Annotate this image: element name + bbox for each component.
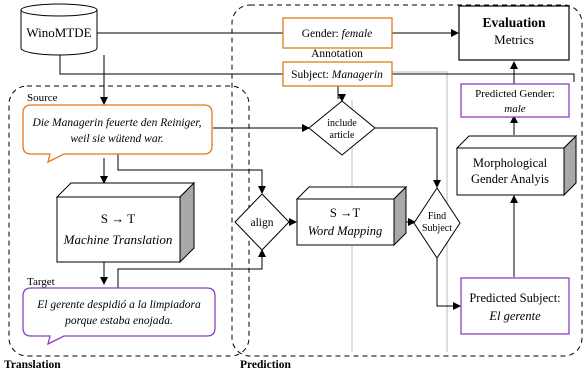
morphological-analysis-box: Morphological Gender Analyis [455,134,578,197]
connectors [59,29,575,310]
include-article-line1: include [327,118,357,129]
predicted-gender-box: Predicted Gender: male [460,83,570,118]
align-diamond: align [234,193,290,251]
include-article-diamond: include article [308,100,376,156]
predicted-subject-line1: Predicted Subject: [469,291,560,305]
include-article-line2: article [330,130,356,141]
align-label: align [251,217,274,229]
prediction-section [231,4,583,357]
target-line1: El gerente despidió a la limpiadora [36,299,201,311]
mt-arrow-label: S → T [101,211,135,226]
winomtde-database: WinoMTDE [20,3,98,56]
predicted-subject-box: Predicted Subject: El gerente [460,277,570,335]
predicted-gender-line2: male [504,103,526,115]
annotation-label: Annotation [311,48,363,60]
subject-prefix: Subject: [291,69,332,81]
target-line2: porque estaba enojada. [64,315,173,327]
source-line2: weil sie wütend war. [70,133,163,145]
source-sentence-bubble: Die Managerin feuerte den Reiniger, weil… [22,104,213,164]
find-subject-line2: Subject [422,223,452,234]
gender-prefix: Gender: [302,28,342,40]
svg-text:Gender: female: Gender: female [302,28,373,40]
evaluation-subtitle: Metrics [494,32,534,47]
find-subject-line1: Find [428,211,446,222]
word-mapping-title: Word Mapping [308,224,382,238]
source-label: Source [27,92,58,104]
translation-section [8,85,250,357]
translation-caption: Translation [4,359,61,371]
gender-annotation-box: Gender: female [282,17,393,49]
evaluation-metrics-box: Evaluation Metrics [458,5,570,61]
word-mapping-box: S →T Word Mapping [295,185,408,247]
target-sentence-bubble: El gerente despidió a la limpiadora porq… [22,287,216,346]
mt-title: Machine Translation [63,232,173,247]
subject-value: Managerin [331,69,383,81]
predicted-subject-line2: El gerente [488,309,541,323]
word-mapping-arrow-label: S →T [330,206,361,220]
machine-translation-box: S → T Machine Translation [55,181,196,264]
prediction-caption: Prediction [240,359,291,371]
target-label: Target [27,276,55,288]
source-line1: Die Managerin feuerte den Reiniger, [32,117,202,129]
morph-line1: Morphological [473,156,548,170]
gender-value: female [342,28,373,40]
find-subject-diamond: Find Subject [413,187,461,259]
database-label: WinoMTDE [26,25,91,40]
predicted-gender-line1: Predicted Gender: [475,88,555,100]
morph-line2: Gender Analyis [471,172,549,186]
evaluation-title: Evaluation [482,15,546,30]
svg-text:Subject: Managerin: Subject: Managerin [291,69,383,81]
subject-annotation-box: Subject: Managerin [282,61,393,87]
